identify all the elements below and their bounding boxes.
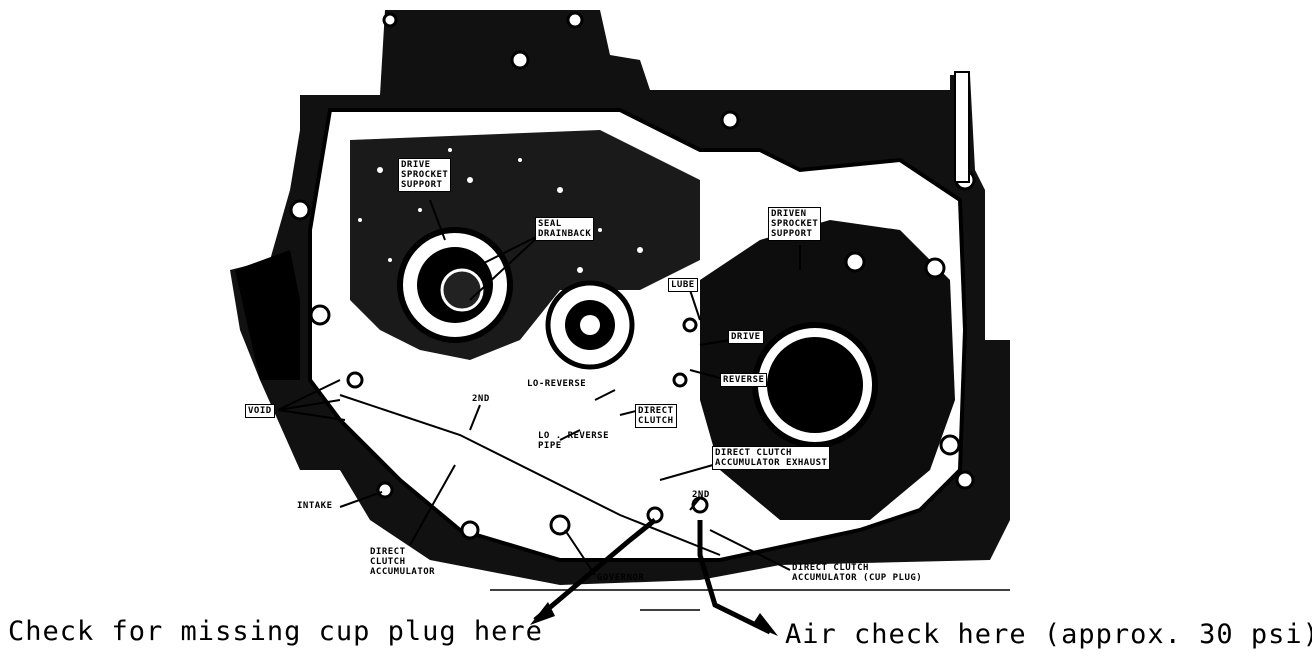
label-intake: INTAKE (297, 501, 333, 511)
label-void: VOID (245, 404, 275, 418)
label-direct-clutch-accumulator-exhaust: DIRECT CLUTCH ACCUMULATOR EXHAUST (712, 446, 831, 470)
caption-cup-plug: Check for missing cup plug here (8, 616, 543, 647)
caption-air-check: Air check here (approx. 30 psi) (785, 619, 1312, 650)
label-driven-sprocket-support: DRIVEN SPROCKET SUPPORT (768, 207, 822, 241)
air-check-arrowhead (752, 613, 778, 636)
label-lube: LUBE (668, 278, 698, 292)
caption-arrows (533, 518, 772, 635)
label-drive: DRIVE (728, 330, 764, 344)
label-second-upper: 2ND (472, 394, 490, 404)
cup-plug-arrowhead (530, 602, 555, 625)
label-lo-reverse: LO-REVERSE (527, 379, 587, 389)
governor-channel (339, 377, 722, 543)
case-left-bulge (235, 250, 300, 380)
label-second-lower: 2ND (692, 490, 710, 500)
label-drive-sprocket-support: DRIVE SPROCKET SUPPORT (398, 158, 452, 192)
label-direct-clutch-accumulator-cup-plug: DIRECT CLUTCH ACCUMULATOR (CUP PLUG) (792, 563, 923, 583)
label-direct-clutch-accumulator: DIRECT CLUTCH ACCUMULATOR (370, 547, 436, 577)
leader-lines (277, 199, 801, 576)
label-reverse: REVERSE (720, 373, 768, 387)
label-governor: GOVERNOR (597, 573, 645, 583)
label-seal-drainback: SEAL DRAINBACK (535, 217, 595, 241)
label-lo-reverse-pipe: LO . REVERSE PIPE (538, 431, 610, 451)
label-direct-clutch: DIRECT CLUTCH (635, 404, 677, 428)
